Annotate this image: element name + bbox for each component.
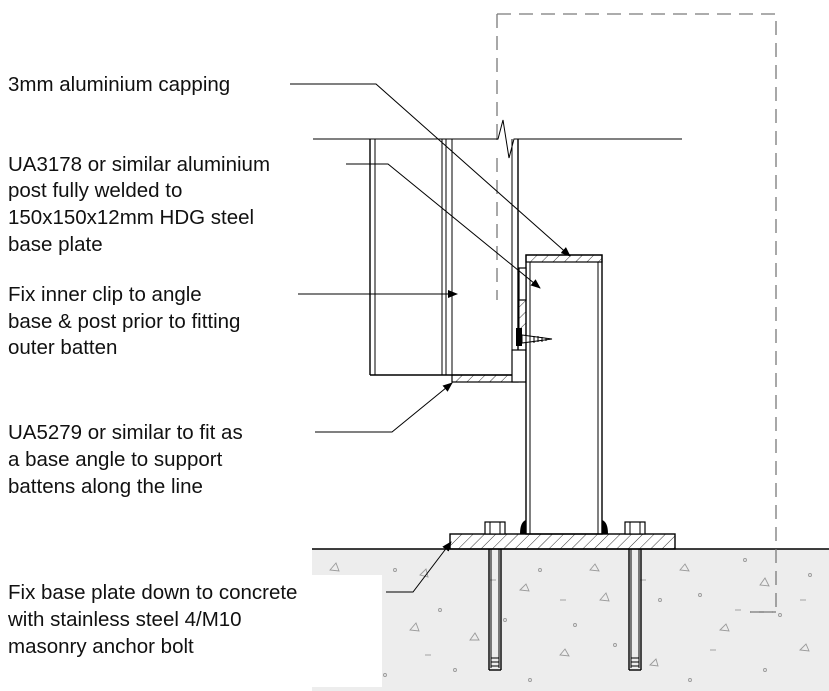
aluminium-post	[369, 139, 519, 376]
concrete-slab	[312, 548, 829, 691]
annotation-line: Fix base plate down to concrete	[8, 581, 297, 604]
dashed-outline	[496, 13, 777, 613]
base-angle	[451, 349, 527, 383]
annotation-line: base plate	[8, 233, 103, 256]
section-break-line	[313, 119, 682, 159]
anchor-bolt-right	[624, 521, 646, 671]
annotation-clip: Fix inner clip to angle base & post prio…	[8, 283, 240, 359]
annotation-line: battens along the line	[8, 475, 203, 498]
annotation-line: outer batten	[8, 336, 117, 359]
capping-post	[525, 254, 603, 535]
leader-lines	[290, 83, 571, 593]
annotation-post: UA3178 or similar aluminium post fully w…	[8, 153, 270, 256]
annotation-line: Fix inner clip to angle	[8, 283, 202, 306]
annotation-line: UA5279 or similar to fit as	[8, 421, 243, 444]
weld-fillets	[520, 520, 608, 534]
leader-angle	[315, 382, 453, 433]
annotation-line: 150x150x12mm HDG steel	[8, 206, 254, 229]
annotation-angle: UA5279 or similar to fit as a base angle…	[8, 421, 243, 498]
base-plate	[449, 533, 676, 550]
inner-clip	[518, 267, 527, 337]
annotation-baseplate: Fix base plate down to concrete with sta…	[4, 575, 382, 687]
annotation-line: base & post prior to fitting	[8, 310, 240, 333]
annotation-line: masonry anchor bolt	[8, 635, 194, 658]
annotation-line: 3mm aluminium capping	[8, 73, 230, 96]
annotation-line: UA3178 or similar aluminium	[8, 153, 270, 176]
screw	[516, 328, 553, 346]
annotation-line: with stainless steel 4/M10	[7, 608, 242, 631]
anchor-bolt-left	[484, 521, 506, 671]
leader-capping	[290, 83, 571, 257]
annotation-capping: 3mm aluminium capping	[8, 73, 230, 96]
annotation-line: post fully welded to	[8, 179, 182, 202]
annotation-line: a base angle to support	[8, 448, 223, 471]
leader-post	[346, 163, 541, 289]
leader-baseplate	[386, 541, 452, 593]
